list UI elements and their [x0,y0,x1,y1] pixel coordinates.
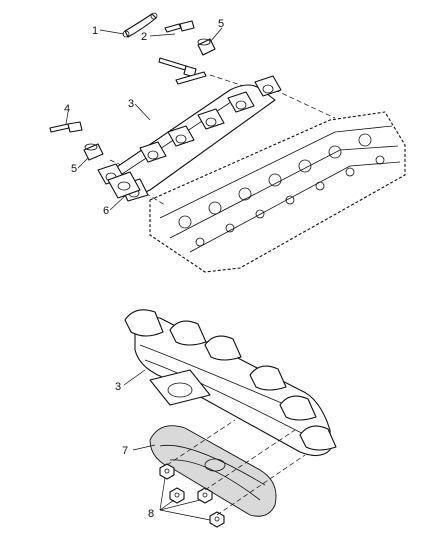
part-2-stud [164,20,195,33]
callout-4: 4 [64,103,70,115]
lower-manifold-flanges [124,309,337,451]
callout-5-top: 5 [218,18,224,30]
part-4-stud [49,121,83,133]
callout-5-left: 5 [71,163,77,175]
part-5-spacer-top [197,38,216,56]
part-8-nuts [159,463,225,528]
callout-3-bottom: 3 [115,381,121,393]
part-2-stud-long [158,57,207,85]
part-6-gasket [107,171,141,199]
callout-leaders-upper [65,27,223,211]
callout-3-top: 3 [128,98,134,110]
callout-2: 2 [141,31,147,43]
callout-leaders-lower [123,369,211,521]
callout-7: 7 [122,445,128,457]
callout-6: 6 [103,205,109,217]
exhaust-manifold-lower [124,309,337,457]
callout-8: 8 [148,508,154,520]
assembly-lines-lower [166,419,306,516]
cylinder-head [149,111,406,273]
part-7-heat-shield [149,425,277,517]
callout-1: 1 [92,25,98,37]
part-5-spacer-left [83,143,104,161]
part-1-bracket [122,12,158,38]
